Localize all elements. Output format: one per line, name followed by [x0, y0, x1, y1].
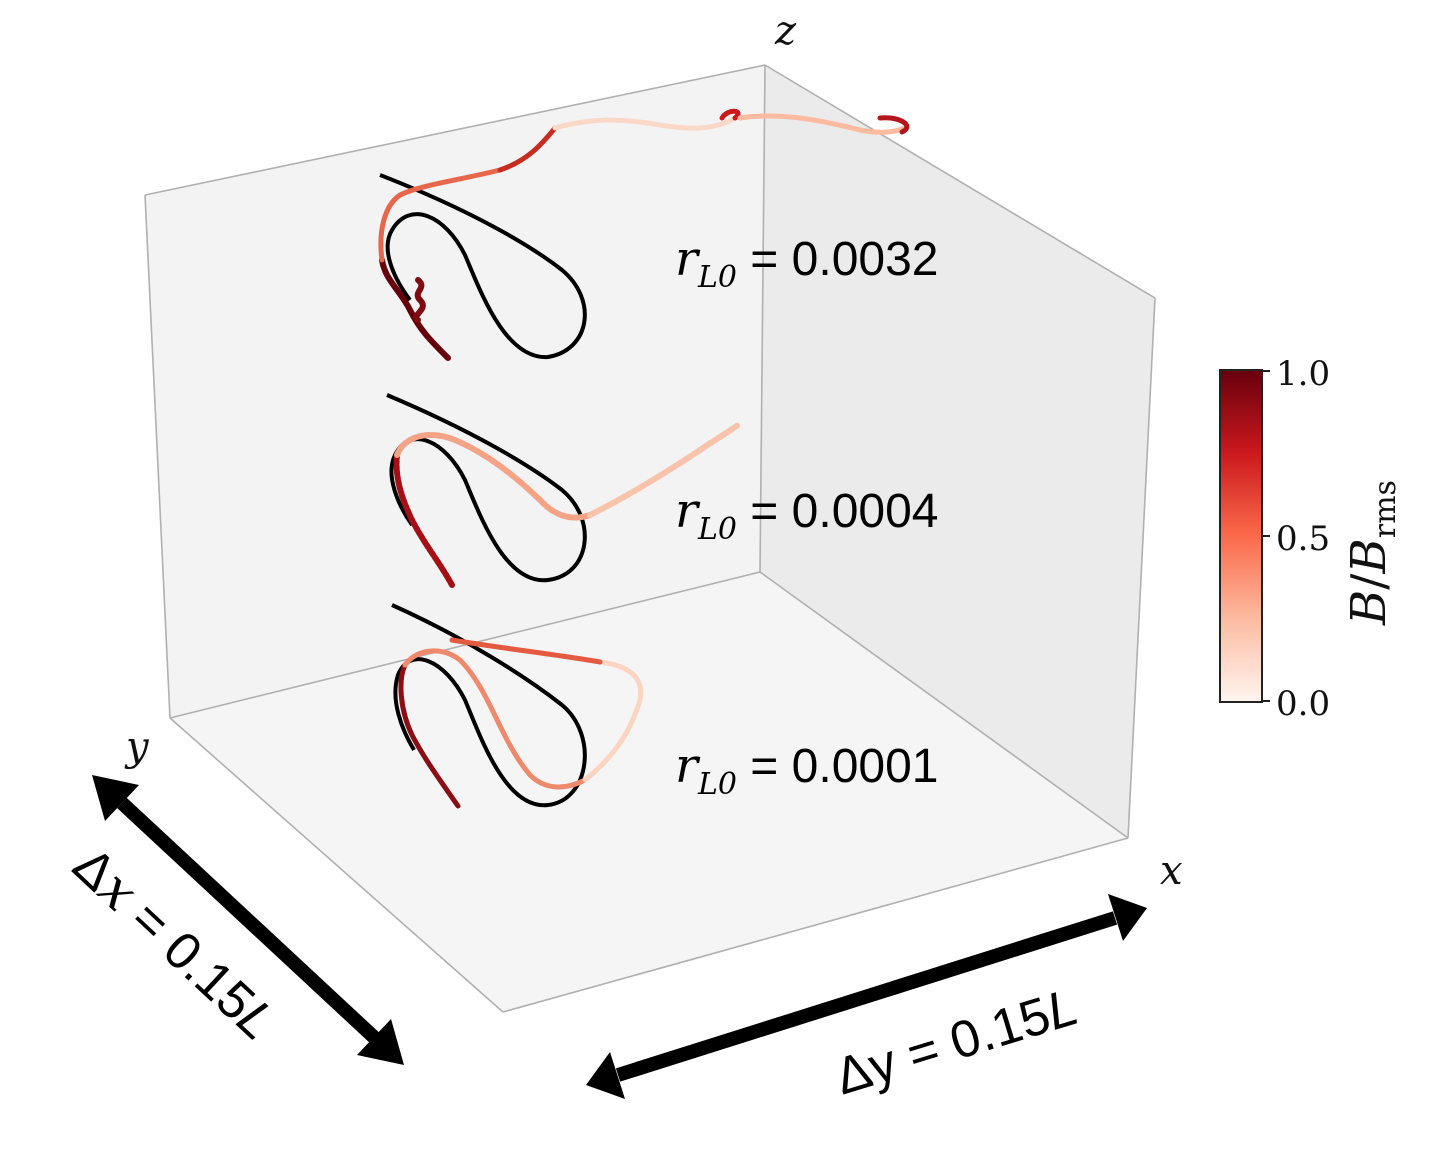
rl0-label-top: rL0 = 0.0032	[675, 231, 938, 295]
colorbar-tick-label-mid: 0.5	[1276, 519, 1330, 559]
colorbar-title-slash: /	[1341, 573, 1397, 590]
colorbar: 1.0 0.5 0.0 B/Brms	[1219, 354, 1403, 724]
floor-pane	[170, 572, 1128, 1012]
rl0-symbol-top: r	[675, 231, 701, 287]
dx-arrow	[92, 775, 404, 1065]
dy-mid: = 0.15	[887, 986, 1057, 1088]
rl0-sub-top: L0	[697, 260, 737, 295]
dx-label: Δx = 0.15L	[61, 836, 287, 1053]
back-left-pane	[145, 65, 765, 718]
rl0-label-bottom: rL0 = 0.0001	[675, 738, 938, 802]
particle-trajectory-bottom	[398, 637, 644, 809]
colorbar-gradient	[1219, 369, 1263, 703]
colorbar-tick-label-bottom: 0.0	[1276, 684, 1330, 724]
field-line-bottom	[391, 603, 587, 808]
colorbar-title-b: B	[1341, 590, 1397, 626]
particle-trajectory-top	[378, 108, 910, 361]
particle-trajectory-middle	[393, 422, 741, 588]
back-right-pane	[760, 65, 1155, 838]
rl0-symbol-middle: r	[675, 483, 701, 539]
colorbar-title-sub: rms	[1368, 480, 1403, 538]
z-axis-label: z	[774, 8, 797, 54]
rl0-value-bottom: = 0.0001	[737, 740, 939, 793]
field-line-top	[379, 173, 587, 360]
rl0-sub-bottom: L0	[697, 767, 737, 802]
dy-arrow	[586, 894, 1147, 1099]
rl0-value-middle: = 0.0004	[737, 485, 939, 538]
y-axis-label: y	[124, 724, 150, 770]
rl0-symbol-bottom: r	[675, 738, 701, 794]
dx-mid: = 0.15	[109, 880, 266, 1032]
rl0-value-top: = 0.0032	[737, 233, 939, 286]
colorbar-title: B/Brms	[1341, 480, 1403, 626]
rl0-sub-middle: L0	[697, 512, 737, 547]
x-axis-label: x	[1160, 848, 1183, 894]
box-edges	[144, 64, 1156, 1013]
colorbar-title-b2: B	[1341, 538, 1397, 574]
colorbar-tick-label-top: 1.0	[1276, 354, 1330, 394]
rl0-label-middle: rL0 = 0.0004	[675, 483, 938, 547]
